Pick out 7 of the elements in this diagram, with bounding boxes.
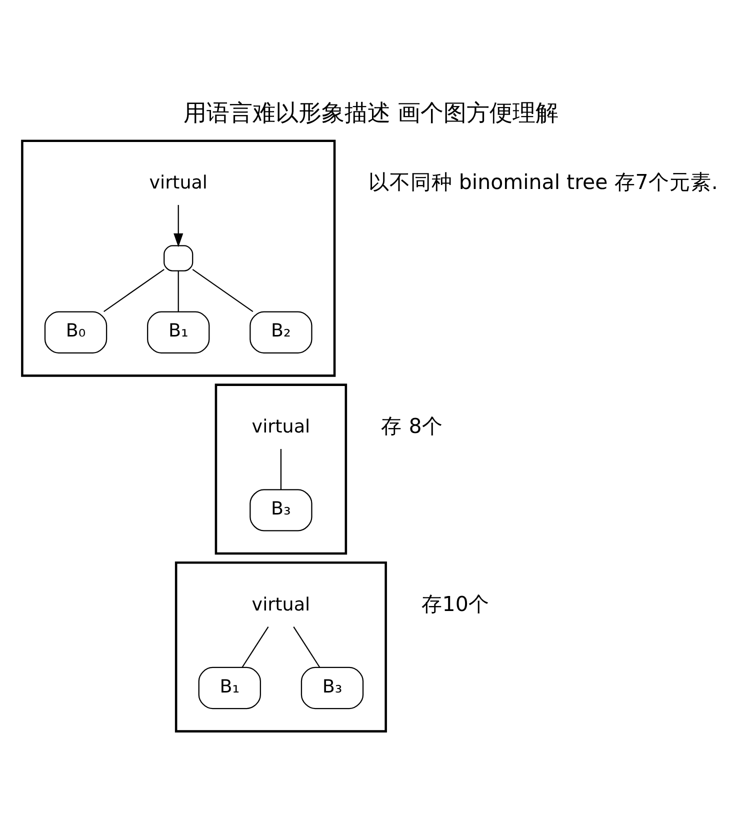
label: 以不同种 binominal tree 存7个元素. xyxy=(368,170,718,194)
node-text: virtual xyxy=(149,172,208,194)
node-text: virtual xyxy=(252,416,310,438)
label: 存10个 xyxy=(421,592,490,616)
label: 存 8个 xyxy=(381,414,443,438)
diagram-title: 用语言难以形象描述 画个图方便理解 xyxy=(183,100,559,126)
node-text: virtual xyxy=(252,594,310,616)
